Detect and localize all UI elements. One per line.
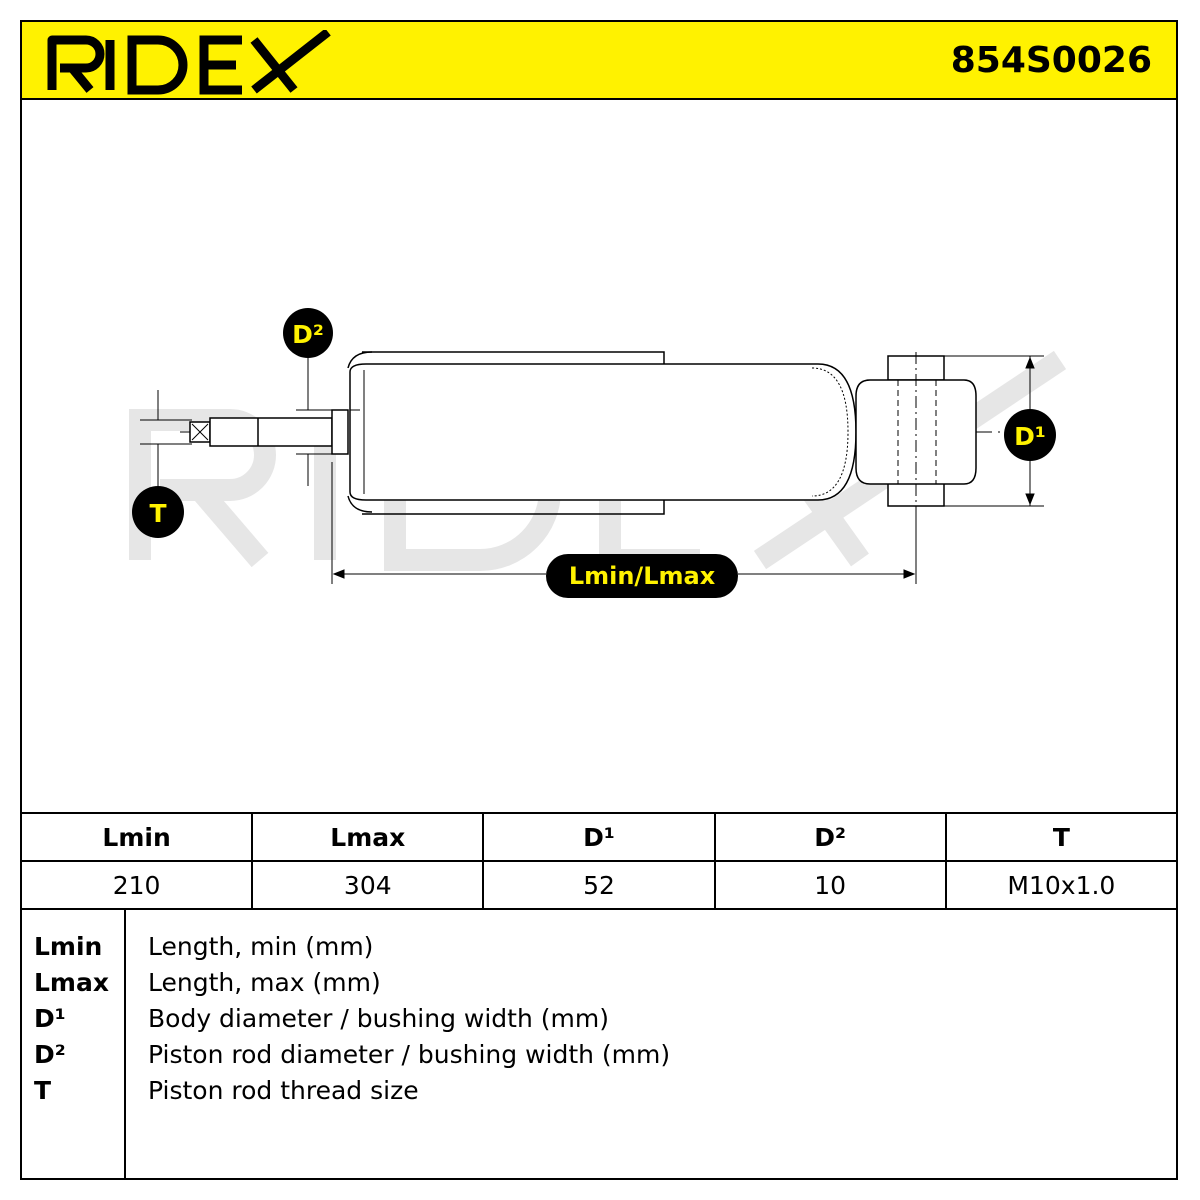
part-number: 854S0026 [950, 40, 1152, 81]
value-lmax: 304 [251, 860, 485, 910]
legend-divider [124, 910, 126, 1180]
legend-key: D² [34, 1040, 66, 1069]
value-d1: 52 [482, 860, 716, 910]
svg-text:D¹: D¹ [1014, 422, 1046, 451]
legend-key: D¹ [34, 1004, 66, 1033]
svg-text:D²: D² [292, 320, 324, 349]
d2-dimension [296, 355, 340, 486]
t-dimension [140, 390, 192, 490]
piston-rod [209, 417, 333, 447]
legend-item: T Piston rod thread size [20, 1072, 1178, 1108]
length-label: Lmin/Lmax [546, 554, 738, 598]
value-lmin: 210 [19, 860, 254, 910]
damper-body [349, 363, 857, 501]
header-d1: D¹ [482, 812, 716, 862]
eye-bushing [855, 352, 977, 510]
legend-item: D¹ Body diameter / bushing width (mm) [20, 1000, 1178, 1036]
value-d2: 10 [713, 860, 947, 910]
d1-dimension [944, 355, 1044, 507]
legend-desc: Length, min (mm) [148, 932, 374, 961]
d1-label: D¹ [1004, 409, 1056, 461]
length-dimension [331, 462, 917, 584]
legend-item: Lmin Length, min (mm) [20, 928, 1178, 964]
legend-key: T [34, 1076, 52, 1105]
legend: Lmin Length, min (mm) Lmax Length, max (… [20, 910, 1178, 1180]
legend-desc: Piston rod diameter / bushing width (mm) [148, 1040, 671, 1069]
legend-item: D² Piston rod diameter / bushing width (… [20, 1036, 1178, 1072]
header-d2: D² [713, 812, 947, 862]
svg-text:T: T [149, 499, 166, 528]
specs-table: Lmin Lmax D¹ D² T 210 304 52 10 M10x1.0 [19, 812, 1179, 910]
legend-key: Lmax [34, 968, 109, 997]
svg-text:Lmin/Lmax: Lmin/Lmax [569, 562, 716, 590]
rod-nut [331, 409, 349, 455]
d2-label: D² [283, 308, 333, 358]
legend-item: Lmax Length, max (mm) [20, 964, 1178, 1000]
header-t: T [944, 812, 1179, 862]
value-t: M10x1.0 [944, 860, 1179, 910]
legend-key: Lmin [34, 932, 103, 961]
t-label: T [132, 486, 184, 538]
specs-value-row: 210 304 52 10 M10x1.0 [19, 860, 1179, 910]
legend-desc: Body diameter / bushing width (mm) [148, 1004, 609, 1033]
ridex-logo [47, 30, 331, 95]
header-lmax: Lmax [251, 812, 485, 862]
legend-desc: Length, max (mm) [148, 968, 381, 997]
shock-absorber-diagram: D² D¹ T Lmin/Lmax [129, 308, 1067, 598]
header-bar: 854S0026 [20, 20, 1178, 100]
header-lmin: Lmin [19, 812, 254, 862]
specs-header-row: Lmin Lmax D¹ D² T [19, 812, 1179, 862]
legend-desc: Piston rod thread size [148, 1076, 419, 1105]
